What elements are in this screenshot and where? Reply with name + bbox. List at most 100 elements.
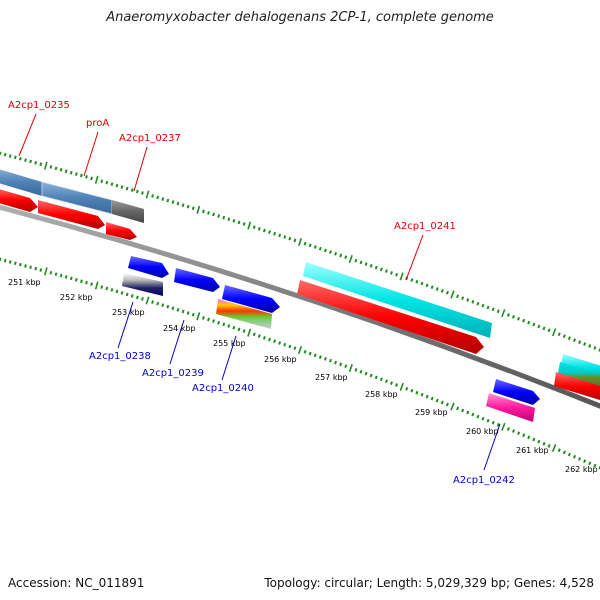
feature-blue-arrow-3[interactable] xyxy=(222,285,280,313)
minor-tick xyxy=(466,298,470,302)
minor-tick xyxy=(389,381,394,385)
minor-tick xyxy=(268,230,271,234)
kbp-label: 252 kbp xyxy=(60,293,93,302)
major-tick xyxy=(298,237,302,247)
minor-tick xyxy=(19,262,22,267)
feature-red-arrow-1[interactable] xyxy=(0,188,38,212)
minor-tick xyxy=(364,262,368,266)
minor-tick xyxy=(369,264,373,268)
minor-tick xyxy=(49,165,53,169)
minor-tick xyxy=(578,340,582,344)
minor-tick xyxy=(308,351,312,356)
minor-tick xyxy=(8,260,12,264)
minor-tick xyxy=(59,273,63,278)
minor-tick xyxy=(24,264,27,268)
kbp-label: 251 kbp xyxy=(8,278,41,287)
gene-label-proA[interactable]: proA xyxy=(86,118,109,129)
minor-tick xyxy=(288,344,292,349)
feature-blue-arrow-4[interactable] xyxy=(493,379,540,405)
feature-A2cp1_0240-bar[interactable] xyxy=(216,299,272,329)
minor-tick xyxy=(506,427,510,431)
gene-label-A2cp1_0240[interactable]: A2cp1_0240 xyxy=(192,383,254,394)
minor-tick xyxy=(532,322,536,327)
major-tick xyxy=(348,364,353,373)
gene-label-A2cp1_0237[interactable]: A2cp1_0237 xyxy=(119,133,181,144)
feature-olive-right[interactable] xyxy=(558,362,600,388)
minor-tick xyxy=(384,269,388,273)
gene-label-A2cp1_0242[interactable]: A2cp1_0242 xyxy=(453,475,515,486)
feature-A2cp1_0237-bar[interactable] xyxy=(112,200,144,223)
minor-tick xyxy=(222,215,226,220)
gene-label-A2cp1_0239[interactable]: A2cp1_0239 xyxy=(142,368,204,379)
gene-label-A2cp1_0238[interactable]: A2cp1_0238 xyxy=(89,351,151,362)
minor-tick xyxy=(354,258,358,263)
minor-tick xyxy=(161,197,165,201)
minor-tick xyxy=(334,251,338,256)
minor-tick xyxy=(425,394,429,399)
minor-tick xyxy=(217,320,221,325)
minor-tick xyxy=(430,285,434,290)
feature-red-arrow-3[interactable] xyxy=(106,222,137,240)
major-tick xyxy=(247,328,252,337)
feature-red-arrow-5[interactable] xyxy=(554,372,600,400)
minor-tick xyxy=(339,362,343,367)
minor-tick xyxy=(110,288,114,292)
major-tick xyxy=(145,190,150,199)
minor-tick xyxy=(415,279,419,284)
minor-tick xyxy=(506,313,510,317)
major-tick xyxy=(551,328,557,337)
minor-tick xyxy=(537,439,541,444)
minor-tick xyxy=(278,341,282,345)
minor-tick xyxy=(278,233,282,238)
leader-A2cp1_0237 xyxy=(133,146,148,192)
feature-blue-arrow-1[interactable] xyxy=(128,256,169,278)
minor-tick xyxy=(466,410,470,415)
minor-tick xyxy=(54,272,58,276)
minor-tick xyxy=(476,414,480,419)
feature-A2cp1_0241-bar[interactable] xyxy=(303,262,492,338)
minor-tick xyxy=(186,311,190,315)
feature-A2cp1_0242-bar[interactable] xyxy=(486,393,535,422)
minor-tick xyxy=(288,236,292,241)
minor-tick xyxy=(435,287,439,291)
minor-tick xyxy=(105,180,109,185)
minor-tick xyxy=(456,294,460,299)
minor-tick xyxy=(39,268,43,272)
minor-tick xyxy=(273,231,277,236)
minor-tick xyxy=(511,315,516,319)
feature-A2cp1_0238-bar[interactable] xyxy=(122,273,163,296)
minor-tick xyxy=(369,373,373,378)
minor-tick xyxy=(130,294,134,298)
minor-tick xyxy=(29,159,32,164)
minor-tick xyxy=(141,191,144,195)
kbp-label: 257 kbp xyxy=(315,373,348,382)
minor-tick xyxy=(85,280,88,285)
minor-tick xyxy=(486,305,490,310)
feature-blue-arrow-2[interactable] xyxy=(174,268,220,292)
minor-tick xyxy=(181,203,185,207)
kbp-label: 254 kbp xyxy=(163,324,196,333)
gene-label-A2cp1_0241[interactable]: A2cp1_0241 xyxy=(394,221,456,232)
minor-tick xyxy=(201,209,205,214)
minor-tick xyxy=(156,195,160,200)
major-tick xyxy=(348,254,353,263)
major-tick xyxy=(196,205,201,214)
feature-red-arrow-4[interactable] xyxy=(297,280,484,354)
minor-tick xyxy=(532,437,536,442)
minor-tick xyxy=(588,461,592,466)
minor-tick xyxy=(13,155,17,160)
minor-tick xyxy=(8,154,12,158)
feature-bar[interactable] xyxy=(0,168,42,196)
gene-label-A2cp1_0235[interactable]: A2cp1_0235 xyxy=(8,100,70,111)
minor-tick xyxy=(283,342,287,347)
minor-tick xyxy=(222,322,226,327)
feature-red-arrow-2[interactable] xyxy=(38,200,105,229)
minor-tick xyxy=(212,319,216,323)
minor-tick xyxy=(334,360,338,365)
minor-tick xyxy=(496,422,500,427)
minor-tick xyxy=(567,336,571,340)
minor-tick xyxy=(593,346,597,350)
minor-tick xyxy=(257,334,261,338)
minor-tick xyxy=(212,212,216,217)
kbp-label: 262 kbp xyxy=(565,465,598,474)
